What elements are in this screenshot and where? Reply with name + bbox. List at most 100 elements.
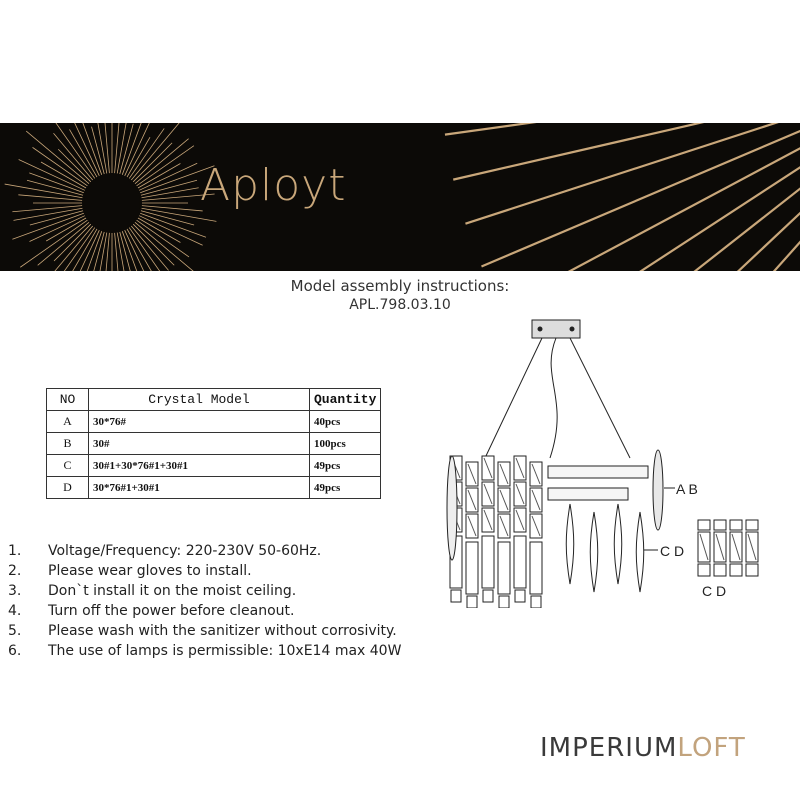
crystal-block — [450, 589, 462, 603]
row-model: 30*76#1+30#1 — [88, 476, 310, 499]
corner-ray — [452, 123, 705, 181]
sunburst-center — [84, 175, 140, 231]
sunburst-ray — [54, 225, 94, 271]
crystal-facet — [731, 533, 741, 561]
crystal-facet — [483, 457, 493, 479]
crystal-table: NO Crystal Model Quantity A 30*76# 40pcs… — [46, 388, 382, 499]
crystal-facet — [699, 533, 709, 561]
sunburst-ray — [136, 145, 195, 187]
crystal-block — [729, 519, 743, 531]
canopy-screw — [537, 326, 543, 332]
crystal-block — [729, 563, 743, 577]
crystal-facet — [467, 463, 477, 485]
note-number: 6. — [8, 643, 22, 659]
sunburst-ray — [82, 123, 103, 175]
note-number: 3. — [8, 583, 22, 599]
corner-ray — [465, 123, 779, 225]
row-no: A — [46, 410, 89, 433]
crystal-facet — [499, 515, 509, 537]
sunburst-ray — [141, 187, 199, 199]
crystal-block — [530, 595, 542, 608]
sunburst-ray — [140, 210, 195, 226]
corner-ray — [639, 166, 800, 271]
crystal-block — [697, 563, 711, 577]
row-quantity: 49pcs — [308, 476, 382, 499]
sunburst-ray — [29, 210, 84, 226]
sunburst-ray — [140, 212, 207, 238]
crystal-facet — [531, 489, 541, 511]
sunburst-ray — [128, 227, 161, 271]
crystal-facet — [483, 509, 493, 531]
chandelier-diagram: A B C D C D — [446, 319, 759, 608]
sunburst-ray — [12, 205, 83, 213]
sunburst-ray — [128, 128, 165, 179]
note-text: Don`t install it on the moist ceiling. — [48, 583, 297, 599]
sunburst-ray — [130, 225, 169, 271]
sunburst-ray — [57, 148, 92, 183]
crystal-block — [713, 519, 727, 531]
sunburst-ray — [69, 129, 98, 178]
crystal-facet — [515, 483, 525, 505]
sunburst-ray — [97, 123, 108, 174]
sunburst-ray — [126, 136, 151, 178]
crystal-block — [497, 541, 511, 595]
crystal-block — [466, 595, 478, 608]
sunburst-ray — [74, 123, 100, 176]
sunburst-ray — [137, 163, 181, 189]
sunburst-ray — [45, 217, 87, 242]
sunburst-ray — [4, 183, 83, 199]
sunburst-ray — [40, 161, 87, 189]
sunburst-ray — [121, 123, 142, 175]
instructions-title: Model assembly instructions: — [290, 277, 510, 295]
crystal-facet — [483, 483, 493, 505]
table-row: C 30#1+30*76#1+30#1 49pcs — [46, 454, 382, 477]
sunburst-ray — [91, 126, 105, 175]
crystal-block — [745, 519, 759, 531]
sunburst-ray — [132, 223, 175, 266]
crystal-facet — [531, 463, 541, 485]
sunburst-ray — [63, 227, 96, 271]
note-number: 2. — [8, 563, 22, 579]
sunburst-ray — [116, 123, 127, 174]
sunburst-ray — [53, 223, 92, 262]
corner-ray — [567, 147, 800, 271]
note-number: 1. — [8, 543, 22, 559]
crystal-block — [745, 563, 759, 577]
sunburst-ray — [72, 228, 98, 271]
sunburst-ray — [55, 123, 96, 179]
table-header-row: NO Crystal Model Quantity — [46, 388, 382, 411]
note-text: Please wash with the sanitizer without c… — [48, 623, 397, 639]
crystal-drop — [635, 511, 645, 593]
row-no: B — [46, 432, 89, 455]
crystal-facet — [467, 515, 477, 537]
sunburst-ray — [134, 138, 189, 185]
corner-ray — [736, 211, 800, 271]
row-model: 30# — [88, 432, 310, 455]
label-ab: A B — [676, 481, 698, 497]
crystal-facet — [467, 489, 477, 511]
crystal-drop — [565, 503, 575, 585]
crystal-block — [697, 519, 711, 531]
sunburst-ray — [126, 228, 152, 271]
row-no: D — [46, 476, 89, 499]
sunburst-ray — [37, 221, 90, 266]
row-model: 30*76# — [88, 410, 310, 433]
sunburst-ray — [139, 215, 203, 246]
corner-ray — [481, 129, 800, 268]
crystal-block — [482, 589, 494, 603]
row-quantity: 49pcs — [308, 454, 382, 477]
sunburst-ray — [114, 123, 120, 174]
crystal-block — [513, 535, 527, 589]
header-quantity: Quantity — [308, 388, 382, 411]
crystal-block — [481, 535, 495, 589]
label-cd-main: C D — [660, 543, 684, 559]
sunburst-ray — [130, 123, 180, 181]
note-number: 5. — [8, 623, 22, 639]
sunburst-ray — [136, 219, 190, 258]
end-plate — [446, 455, 458, 561]
sunburst-ray — [141, 207, 217, 222]
sunburst-ray — [114, 232, 119, 271]
suspension-wire — [569, 337, 631, 459]
crystal-facet — [499, 489, 509, 511]
frame-tube — [547, 487, 629, 501]
